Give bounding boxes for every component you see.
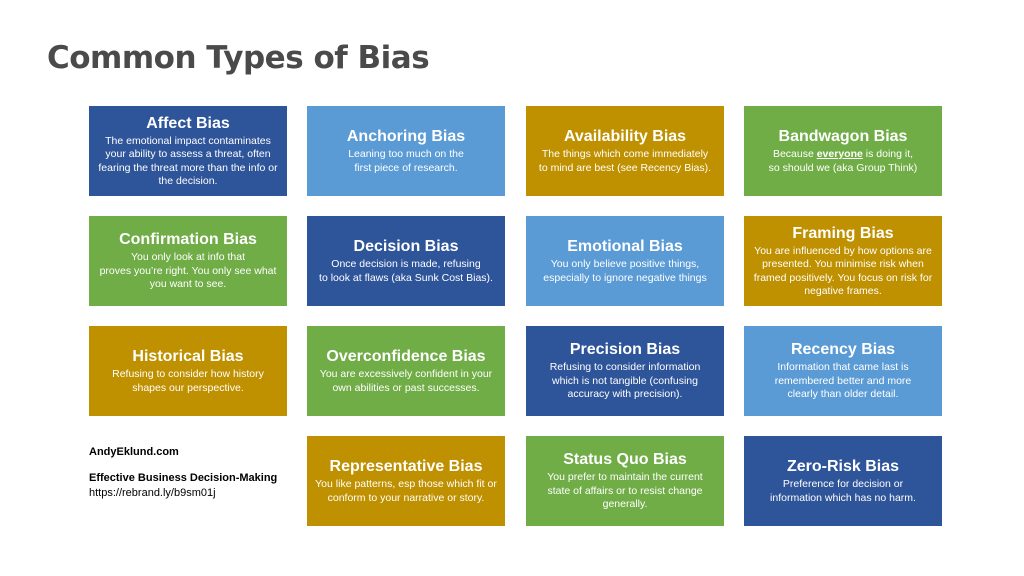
card-recency-bias: Recency Bias Information that came last …: [744, 326, 942, 416]
card-representative-bias: Representative Bias You like patterns, e…: [307, 436, 505, 526]
card-status-quo-bias: Status Quo Bias You prefer to maintain t…: [526, 436, 724, 526]
card-framing-bias: Framing Bias You are influenced by how o…: [744, 216, 942, 306]
card-description: Leaning too much on the first piece of r…: [348, 148, 464, 174]
card-decision-bias: Decision Bias Once decision is made, ref…: [307, 216, 505, 306]
card-description: Information that came last is remembered…: [774, 361, 912, 401]
card-title: Framing Bias: [792, 224, 894, 242]
credit-site: AndyEklund.com: [89, 446, 179, 458]
card-description: You are influenced by how options are pr…: [753, 244, 933, 298]
card-title: Anchoring Bias: [346, 128, 466, 145]
card-availability-bias: Availability Bias The things which come …: [526, 106, 724, 196]
credit-link[interactable]: https://rebrand.ly/b9sm01j: [89, 487, 216, 499]
card-description: The things which come immediately to min…: [538, 148, 712, 174]
card-description: Refusing to consider how history shapes …: [112, 368, 264, 394]
card-anchoring-bias: Anchoring Bias Leaning too much on the f…: [307, 106, 505, 196]
desc-emphasis: everyone: [816, 148, 863, 160]
card-title: Affect Bias: [146, 114, 230, 132]
card-description: The emotional impact contaminates your a…: [98, 134, 278, 188]
card-description: You only believe positive things, especi…: [543, 258, 707, 284]
card-title: Availability Bias: [563, 128, 687, 145]
card-title: Precision Bias: [569, 341, 681, 359]
card-description: Because everyone is doing it, so should …: [769, 148, 918, 175]
card-title: Representative Bias: [329, 458, 483, 475]
card-title: Status Quo Bias: [563, 451, 687, 469]
page-title: Common Types of Bias: [47, 40, 430, 76]
card-precision-bias: Precision Bias Refusing to consider info…: [526, 326, 724, 416]
card-zero-risk-bias: Zero-Risk Bias Preference for decision o…: [744, 436, 942, 526]
card-title: Overconfidence Bias: [326, 348, 486, 365]
card-description: Once decision is made, refusing to look …: [319, 258, 493, 284]
card-title: Historical Bias: [132, 348, 244, 365]
card-emotional-bias: Emotional Bias You only believe positive…: [526, 216, 724, 306]
card-title: Zero-Risk Bias: [786, 458, 900, 475]
card-confirmation-bias: Confirmation Bias You only look at info …: [89, 216, 287, 306]
card-description: Refusing to consider information which i…: [549, 361, 701, 401]
card-title: Bandwagon Bias: [778, 128, 908, 145]
card-historical-bias: Historical Bias Refusing to consider how…: [89, 326, 287, 416]
desc-post: is doing it, so should we (aka Group Thi…: [768, 148, 918, 174]
card-description: You prefer to maintain the current state…: [547, 471, 703, 511]
card-title: Emotional Bias: [567, 238, 683, 255]
desc-pre: Because: [772, 148, 817, 160]
card-overconfidence-bias: Overconfidence Bias You are excessively …: [307, 326, 505, 416]
card-title: Recency Bias: [790, 341, 896, 359]
card-bandwagon-bias: Bandwagon Bias Because everyone is doing…: [744, 106, 942, 196]
card-description: You like patterns, esp those which fit o…: [315, 478, 497, 504]
card-title: Decision Bias: [353, 238, 459, 255]
card-affect-bias: Affect Bias The emotional impact contami…: [89, 106, 287, 196]
card-description: You are excessively confident in your ow…: [319, 368, 493, 394]
card-title: Confirmation Bias: [119, 231, 257, 249]
card-description: You only look at info that proves you’re…: [99, 251, 277, 291]
card-description: Preference for decision or information w…: [770, 478, 916, 504]
credit-course: Effective Business Decision-Making: [89, 472, 278, 484]
